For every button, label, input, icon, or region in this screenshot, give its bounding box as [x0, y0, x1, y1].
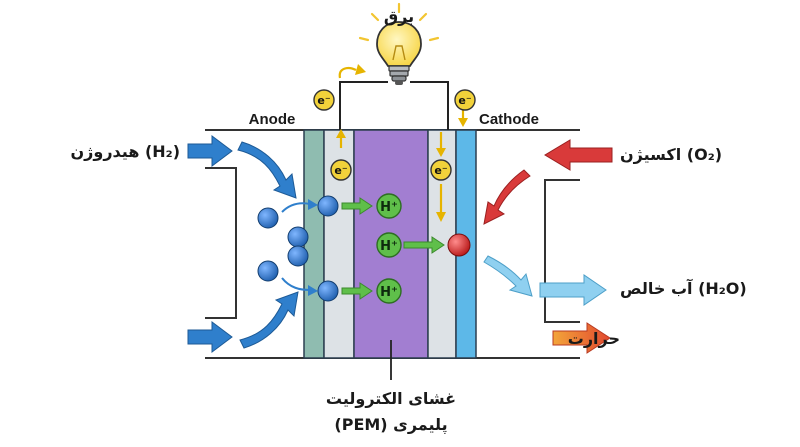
proton-label: H⁺ — [380, 239, 398, 254]
electron: e⁻ — [330, 159, 352, 181]
hydrogen-atom — [287, 226, 309, 248]
cathode-label: Cathode — [479, 111, 539, 128]
water-label: آب خالص (H₂O) — [620, 278, 747, 298]
hydrogen-label: هیدروژن (H₂) — [71, 142, 180, 161]
heat-arrow — [552, 322, 611, 354]
proton: H⁺ — [376, 193, 402, 219]
hydrogen-atom — [257, 207, 279, 229]
hydrogen-atoms — [257, 195, 339, 302]
membrane-label-line2: پلیمری (PEM) — [334, 415, 447, 435]
oxygen-label: اکسیژن (O₂) — [620, 145, 722, 164]
electron: e⁻ — [430, 159, 452, 181]
hydrogen-inlet-arrows — [187, 135, 299, 353]
proton: H⁺ — [376, 232, 402, 258]
hydrogen-split-arrows — [281, 199, 318, 296]
proton-label: H⁺ — [380, 200, 398, 215]
water-outlet-arrows — [483, 255, 607, 306]
electron-label: e⁻ — [458, 94, 471, 107]
proton-label: H⁺ — [380, 285, 398, 300]
hydrogen-atom — [317, 195, 339, 217]
oxygen-atom — [447, 233, 471, 257]
electron: e⁻ — [454, 89, 476, 111]
anode-electrode — [303, 129, 325, 359]
electron-label: e⁻ — [317, 94, 330, 107]
light-bulb-icon — [358, 2, 440, 85]
membrane-label-line1: غشای الکترولیت — [326, 389, 456, 408]
electron-label: e⁻ — [334, 164, 347, 177]
heat-label: حرارت — [568, 329, 620, 348]
oxygen-inlet-arrows — [483, 139, 613, 225]
proton-arrows — [341, 197, 445, 300]
anode-label: Anode — [249, 111, 296, 128]
proton: H⁺ — [376, 278, 402, 304]
electron-label: e⁻ — [434, 164, 447, 177]
hydrogen-atom — [257, 260, 279, 282]
external-circuit — [339, 81, 449, 130]
bulb-label: برق — [384, 7, 414, 26]
electron: e⁻ — [313, 89, 335, 111]
hydrogen-atom — [287, 245, 309, 267]
hydrogen-atom — [317, 280, 339, 302]
